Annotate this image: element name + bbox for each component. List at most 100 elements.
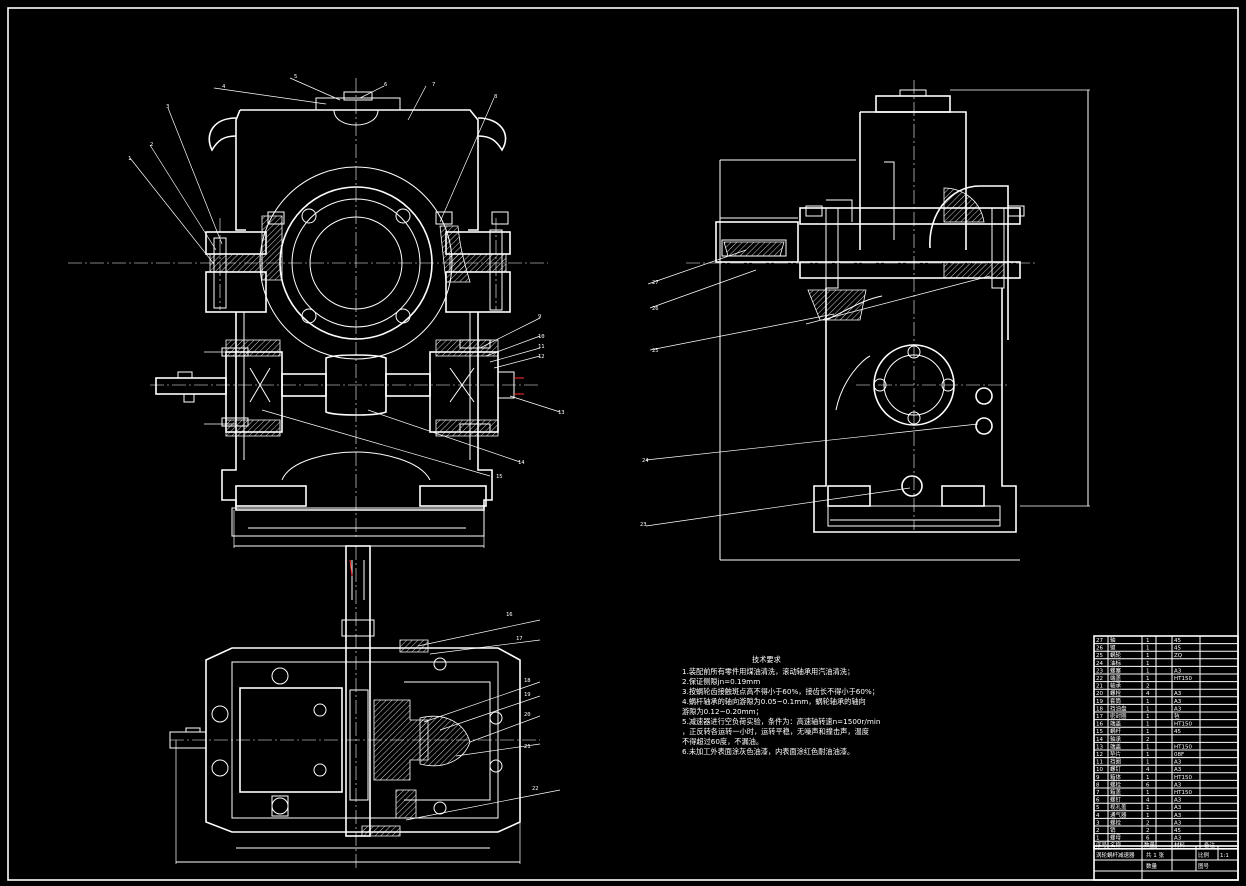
bom-row-name: 视孔盖 xyxy=(1110,803,1127,811)
bom-row-qty: 1 xyxy=(1146,744,1150,750)
bom-row-number: 15 xyxy=(1096,729,1103,735)
bom-row-qty: 1 xyxy=(1146,760,1150,766)
bom-row-material: A3 xyxy=(1174,668,1182,674)
bom-row-qty: 1 xyxy=(1146,729,1150,735)
bom-row-material: 45 xyxy=(1174,638,1181,644)
bom-row-name: 箱盖 xyxy=(1110,788,1122,796)
bom-row-qty: 1 xyxy=(1146,790,1150,796)
bom-row-number: 24 xyxy=(1096,661,1103,667)
qty-label: 数量 xyxy=(1146,862,1158,870)
bom-row-material: A3 xyxy=(1174,699,1182,705)
front-view xyxy=(68,77,561,548)
label-part-3: 3 xyxy=(166,104,169,110)
bom-row-material: A3 xyxy=(1174,760,1182,766)
bom-row-qty: 1 xyxy=(1146,653,1150,659)
bom-row-qty: 1 xyxy=(1146,638,1150,644)
label-part-15: 15 xyxy=(496,474,503,480)
bom-row-number: 8 xyxy=(1096,782,1100,788)
bom-row-name: 键 xyxy=(1110,644,1116,652)
drawing-no-label: 图号 xyxy=(1198,862,1210,870)
bom-row-qty: 1 xyxy=(1146,813,1150,819)
label-part-8: 8 xyxy=(494,94,497,100)
bom-row-qty: 1 xyxy=(1146,706,1150,712)
bom-row-name: 轴承 xyxy=(1110,735,1122,743)
title-block: 涡轮蜗杆减速器 共 1 张 比例 1:1 数量 图号 xyxy=(1093,845,1239,881)
bom-row-material: HT150 xyxy=(1174,775,1192,781)
bom-row-name: 箱体 xyxy=(1110,773,1122,781)
bom-row-qty: 4 xyxy=(1146,798,1150,804)
bom-row-number: 22 xyxy=(1096,676,1103,682)
bom-row-name: 蜗杆 xyxy=(1110,727,1122,735)
label-part-4: 4 xyxy=(222,84,226,90)
sheet-count: 共 1 张 xyxy=(1146,851,1164,859)
label-part-23: 23 xyxy=(640,522,647,528)
label-part-5: 5 xyxy=(294,74,297,80)
bom-row-name: 螺栓 xyxy=(1110,818,1122,826)
label-part-18: 18 xyxy=(524,678,531,684)
bom-row-qty: 2 xyxy=(1146,820,1150,826)
bom-row-number: 19 xyxy=(1096,699,1103,705)
label-part-10: 10 xyxy=(538,334,545,340)
bom-row-number: 5 xyxy=(1096,805,1100,811)
note-line-9: 6.未加工外表面涂灰色油漆，内表面涂红色耐油油漆。 xyxy=(682,747,854,756)
top-part-labels: 16 17 18 19 20 21 22 xyxy=(506,612,539,792)
label-part-2: 2 xyxy=(150,142,153,148)
bom-row-name: 螺钉 xyxy=(1110,796,1122,804)
bom-row-material: A3 xyxy=(1174,798,1182,804)
bom-row-number: 12 xyxy=(1096,752,1103,758)
bom-row-qty: 1 xyxy=(1146,722,1150,728)
bom-row-material: 08F xyxy=(1174,752,1184,758)
bom-row-name: 端盖 xyxy=(1110,674,1122,682)
bom-row-number: 23 xyxy=(1096,668,1103,674)
bom-row-name: 轴承 xyxy=(1110,682,1122,690)
note-line-2: 2.保证侧隙jn=0.19mm xyxy=(682,677,760,686)
bom-row-material: A3 xyxy=(1174,805,1182,811)
scale-value: 1:1 xyxy=(1220,853,1229,859)
label-part-25: 25 xyxy=(652,348,659,354)
top-view xyxy=(169,545,561,870)
bom-row-number: 3 xyxy=(1096,820,1100,826)
bom-row-number: 20 xyxy=(1096,691,1103,697)
label-part-1: 1 xyxy=(128,156,131,162)
bom-row-name: 端盖 xyxy=(1110,720,1122,728)
bom-row-name: 螺母 xyxy=(1110,834,1122,842)
bom-row-material: A3 xyxy=(1174,767,1182,773)
label-part-13: 13 xyxy=(558,410,565,416)
bom-row-material: ZQ xyxy=(1174,653,1183,659)
bom-row-qty: 1 xyxy=(1146,646,1150,652)
bom-row-name: 螺塞 xyxy=(1110,666,1122,674)
bom-row-qty: 4 xyxy=(1146,767,1150,773)
bom-row-material: A3 xyxy=(1174,836,1182,842)
bom-row-material: HT150 xyxy=(1174,744,1192,750)
title-text: 涡轮蜗杆减速器 xyxy=(1096,851,1135,859)
bom-row-name: 螺钉 xyxy=(1110,765,1122,773)
label-part-27: 27 xyxy=(652,280,659,286)
bom-row-qty: 1 xyxy=(1146,714,1150,720)
bom-row-material: 45 xyxy=(1174,828,1181,834)
label-part-14: 14 xyxy=(518,460,525,466)
bom-row-material: A3 xyxy=(1174,691,1182,697)
sheet-border xyxy=(7,7,1239,881)
label-part-17: 17 xyxy=(516,636,523,642)
note-line-4: 4.蜗杆轴承的轴向游隙为0.05~0.1mm，蜗轮轴承的轴向 xyxy=(682,697,866,706)
bom-row-number: 1 xyxy=(1096,836,1100,842)
note-line-5: 游隙为0.12~0.20mm； xyxy=(682,707,763,716)
bom-row-number: 2 xyxy=(1096,828,1100,834)
label-part-6: 6 xyxy=(384,82,387,88)
bom-row-number: 4 xyxy=(1096,813,1100,819)
bom-row-number: 27 xyxy=(1096,638,1103,644)
bom-row-name: 挡圈 xyxy=(1110,758,1122,766)
bom-row-name: 油标 xyxy=(1110,659,1122,667)
label-part-11: 11 xyxy=(538,344,545,350)
bom-row-qty: 2 xyxy=(1146,828,1150,834)
bom-row-qty: 1 xyxy=(1146,775,1150,781)
bom-row-qty: 1 xyxy=(1146,805,1150,811)
bom-row-number: 6 xyxy=(1096,798,1100,804)
bom-row-qty: 6 xyxy=(1146,782,1150,788)
bom-row-qty: 2 xyxy=(1146,684,1150,690)
bom-row-number: 17 xyxy=(1096,714,1103,720)
bom-row-number: 14 xyxy=(1096,737,1103,743)
label-part-26: 26 xyxy=(652,306,659,312)
bom-row-qty: 1 xyxy=(1146,661,1150,667)
